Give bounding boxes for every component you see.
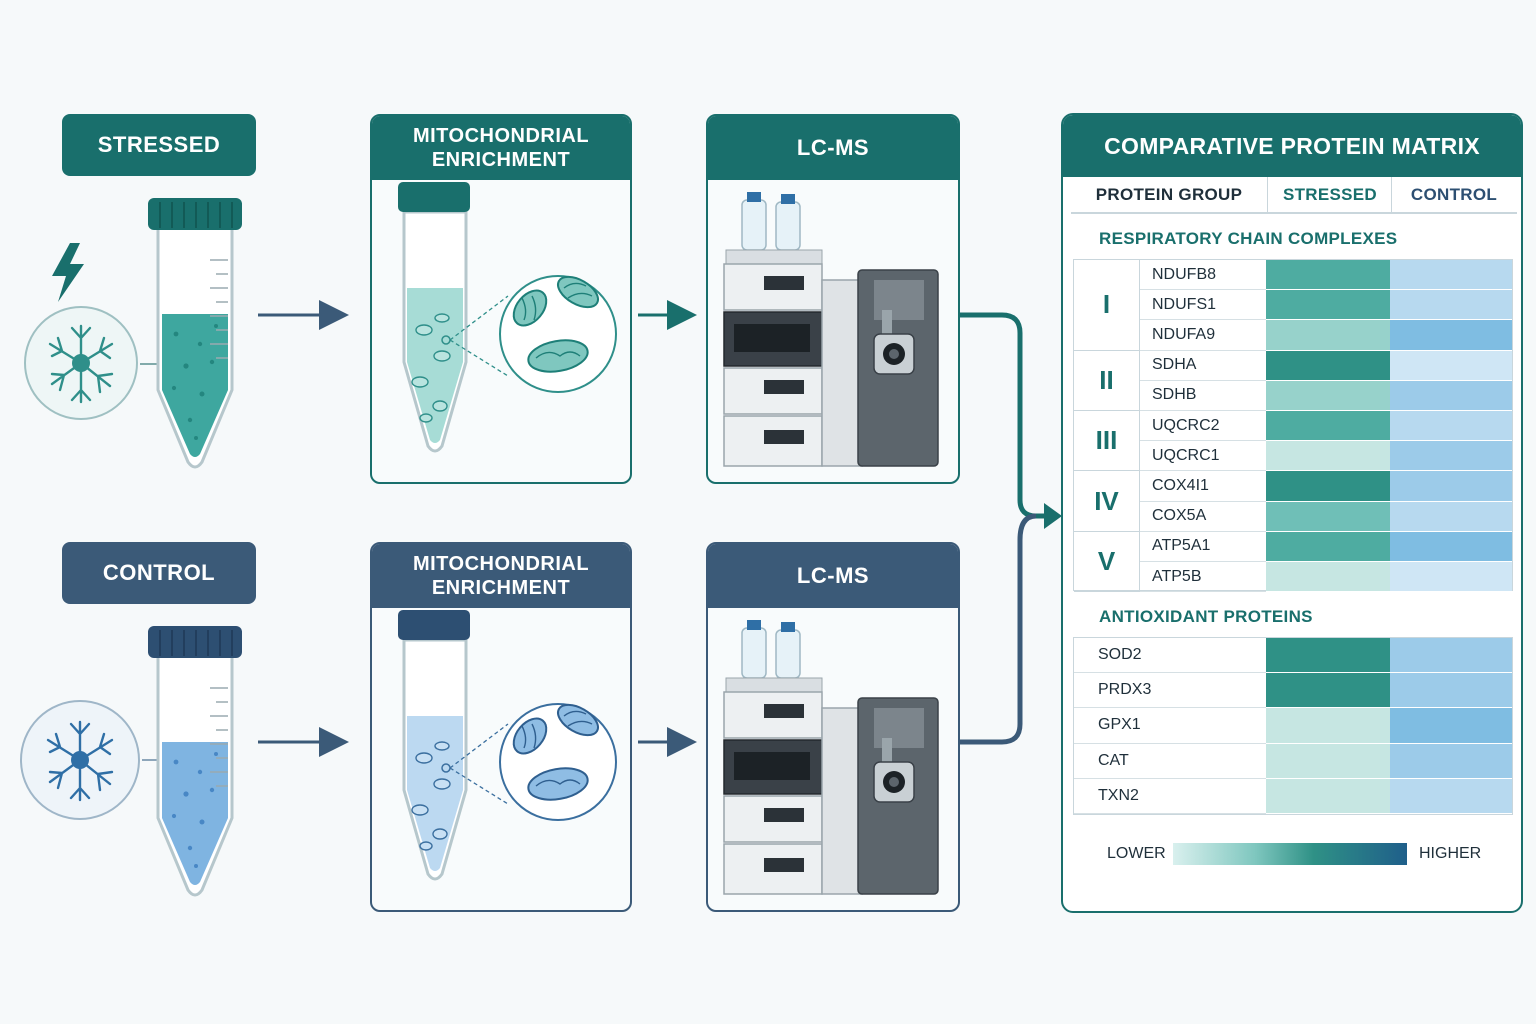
stressed-enrichment-panel: MITOCHONDRIAL ENRICHMENT	[370, 114, 632, 484]
heat-cell-stressed	[1266, 638, 1390, 674]
legend-low-label: LOWER	[1107, 845, 1166, 862]
protein-name: NDUFB8	[1140, 260, 1266, 291]
legend-high-label: HIGHER	[1419, 845, 1482, 862]
comparative-protein-matrix: COMPARATIVE PROTEIN MATRIX PROTEIN GROUP…	[1061, 113, 1523, 913]
heat-cell-stressed	[1266, 290, 1390, 321]
heat-cell-control	[1390, 638, 1512, 674]
protein-name: COX5A	[1140, 502, 1266, 532]
protein-name: ATP5B	[1140, 562, 1266, 593]
lc-ms-instrument-icon	[723, 620, 939, 895]
protein-name: CAT	[1074, 744, 1266, 779]
heat-cell-stressed	[1266, 673, 1390, 709]
protein-name: COX4I1	[1140, 471, 1266, 502]
neuron-cell-icon	[24, 306, 138, 420]
heat-cell-stressed	[1266, 380, 1390, 411]
legend-gradient-bar	[1173, 843, 1407, 865]
column-header-stressed: STRESSED	[1267, 177, 1392, 213]
heat-cell-control	[1390, 708, 1512, 744]
heat-cell-stressed	[1266, 441, 1390, 472]
lightning-bolt-icon	[52, 243, 84, 302]
heat-cell-stressed	[1266, 562, 1390, 593]
heat-cell-control	[1390, 380, 1512, 411]
protein-name: ATP5A1	[1140, 532, 1266, 562]
falcon-tube-icon	[148, 626, 242, 897]
heat-cell-control	[1390, 743, 1512, 779]
heat-cell-control	[1390, 501, 1512, 532]
protein-name: SDHA	[1140, 351, 1266, 381]
complex-label: III	[1074, 411, 1140, 472]
stressed-enrichment-title: MITOCHONDRIAL ENRICHMENT	[372, 116, 630, 180]
control-lcms-panel: LC-MS	[706, 542, 960, 912]
section-title-respiratory: RESPIRATORY CHAIN COMPLEXES	[1099, 229, 1398, 248]
complex-label: II	[1074, 350, 1140, 411]
section-title-antioxidant: ANTIOXIDANT PROTEINS	[1099, 607, 1313, 626]
heat-cell-control	[1390, 290, 1512, 321]
heat-cell-control	[1390, 778, 1512, 814]
heat-cell-stressed	[1266, 260, 1390, 291]
stressed-label: STRESSED	[62, 114, 256, 176]
heat-cell-stressed	[1266, 501, 1390, 532]
heat-cell-control	[1390, 531, 1512, 562]
column-header-control: CONTROL	[1391, 177, 1516, 213]
header-divider	[1071, 212, 1517, 214]
complex-label: V	[1074, 531, 1140, 593]
heat-cell-control	[1390, 562, 1512, 593]
control-label: CONTROL	[62, 542, 256, 604]
protein-name: UQCRC1	[1140, 441, 1266, 472]
heat-cell-stressed	[1266, 471, 1390, 502]
heat-cell-stressed	[1266, 411, 1390, 442]
mitochondria-zoom-illustration	[398, 182, 617, 453]
heat-cell-stressed	[1266, 320, 1390, 351]
heat-cell-control	[1390, 260, 1512, 291]
falcon-tube-icon	[148, 198, 242, 469]
control-enrichment-panel: MITOCHONDRIAL ENRICHMENT	[370, 542, 632, 912]
control-lcms-title: LC-MS	[708, 544, 958, 608]
heat-cell-stressed	[1266, 743, 1390, 779]
protein-name: PRDX3	[1074, 673, 1266, 709]
heat-cell-stressed	[1266, 531, 1390, 562]
complex-label: IV	[1074, 471, 1140, 532]
heat-cell-control	[1390, 411, 1512, 442]
protein-name: SOD2	[1074, 638, 1266, 674]
heat-cell-stressed	[1266, 708, 1390, 744]
stressed-lcms-title: LC-MS	[708, 116, 958, 180]
column-header-protein-group: PROTEIN GROUP	[1095, 185, 1243, 204]
stressed-lcms-panel: LC-MS	[706, 114, 960, 484]
neuron-cell-icon	[20, 700, 140, 820]
merge-arrowhead	[1044, 503, 1062, 529]
heat-cell-stressed	[1266, 778, 1390, 814]
protein-name: GPX1	[1074, 708, 1266, 744]
heat-cell-control	[1390, 673, 1512, 709]
merge-line-control	[958, 513, 1037, 745]
complex-label: I	[1074, 260, 1140, 351]
protein-name: TXN2	[1074, 779, 1266, 814]
matrix-title: COMPARATIVE PROTEIN MATRIX	[1063, 115, 1521, 177]
protein-name: UQCRC2	[1140, 411, 1266, 442]
heat-cell-control	[1390, 350, 1512, 381]
control-enrichment-title: MITOCHONDRIAL ENRICHMENT	[372, 544, 630, 608]
heat-cell-control	[1390, 441, 1512, 472]
mitochondria-zoom-illustration	[398, 610, 617, 881]
heat-cell-control	[1390, 320, 1512, 351]
lc-ms-instrument-icon	[723, 192, 939, 467]
protein-name: NDUFS1	[1140, 290, 1266, 321]
heat-cell-control	[1390, 471, 1512, 502]
heat-cell-stressed	[1266, 350, 1390, 381]
protein-name: NDUFA9	[1140, 320, 1266, 351]
protein-name: SDHB	[1140, 381, 1266, 411]
